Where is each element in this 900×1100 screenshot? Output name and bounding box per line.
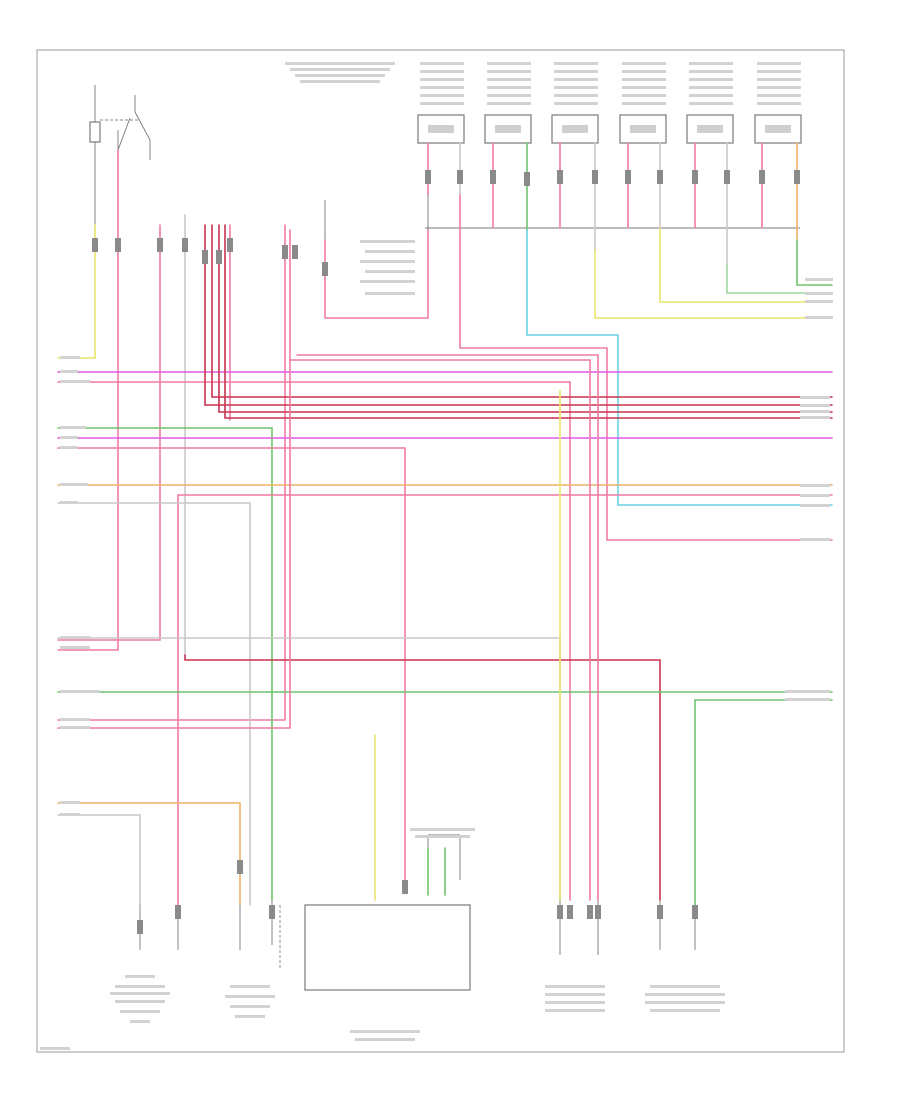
horizontal-buses xyxy=(57,224,833,906)
connector-pins xyxy=(92,170,800,934)
module-feed-wire xyxy=(324,229,429,319)
diagram-frame xyxy=(36,49,845,1053)
left-feeds xyxy=(57,149,286,721)
module-wires xyxy=(427,142,833,541)
ignition-switch xyxy=(89,85,151,225)
illegible-labels xyxy=(40,62,833,1050)
bottom-components xyxy=(139,834,696,991)
instrument-cluster-box xyxy=(304,904,471,991)
seat-modules xyxy=(417,114,802,144)
